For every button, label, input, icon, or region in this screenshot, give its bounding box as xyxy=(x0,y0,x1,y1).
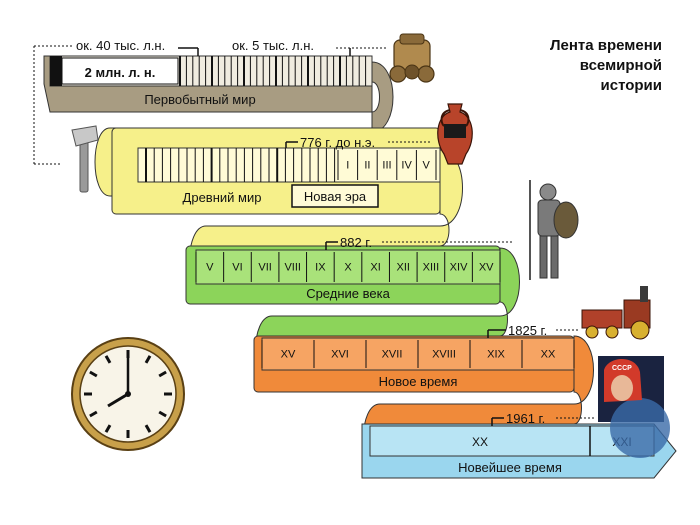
scale-start-mark xyxy=(50,56,62,86)
band-middle: V VI VII VIII IX X XI XII XIII XIV XV Средние века xyxy=(185,245,501,305)
modern-century-XX: XX xyxy=(541,349,556,361)
band-newest-scale xyxy=(369,425,655,457)
marker-40k-label: ок. 40 тыс. л.н. xyxy=(76,38,165,53)
clock-mark xyxy=(89,370,98,378)
centuries-modern: XV XVI XVII XVIII XIX XX xyxy=(261,340,575,368)
clock-mark xyxy=(104,424,112,433)
modern-century-XIX: XIX xyxy=(487,349,505,361)
axe-icon xyxy=(71,125,99,193)
clock-mark xyxy=(144,355,152,364)
clock-mark xyxy=(158,370,167,378)
band-ancient-scale xyxy=(137,147,441,183)
band-primitive-label: Первобытный мир xyxy=(144,92,255,107)
middle-century-VIII: VIII xyxy=(284,262,301,274)
band-primitive: 2 млн. л. н. Первобытный мир xyxy=(43,55,373,113)
marker-776: 776 г. до н.э. xyxy=(285,135,430,150)
marker-40k: ок. 40 тыс. л.н. xyxy=(33,38,199,165)
band-modern: XV XVI XVII XVIII XIX XX Новое время xyxy=(253,335,575,393)
modern-century-XVI: XVI xyxy=(331,349,349,361)
newest-century-XX: XX xyxy=(472,435,488,449)
middle-century-V: V xyxy=(206,262,214,274)
marker-1961: 1961 г. xyxy=(491,411,596,426)
band-primitive-inner-label: 2 млн. л. н. xyxy=(85,65,156,80)
knight-icon xyxy=(529,180,579,280)
page-title: Лента времени всемирной истории xyxy=(502,36,662,96)
band-ancient-label: Древний мир xyxy=(183,190,262,205)
clock-hour-marks xyxy=(84,350,172,438)
band-newest: XXXXI Новейшее время xyxy=(361,423,677,479)
title-line-3: истории xyxy=(600,77,662,94)
band-modern-label: Новое время xyxy=(379,374,458,389)
modern-century-XV: XV xyxy=(281,349,296,361)
cart-icon xyxy=(389,33,435,83)
ancient-century-V: V xyxy=(423,160,431,172)
band-middle-label: Средние века xyxy=(306,286,390,301)
svg-text:CCCP: CCCP xyxy=(612,365,632,372)
marker-5k-label: ок. 5 тыс. л.н. xyxy=(232,38,314,53)
middle-century-XI: XI xyxy=(370,262,380,274)
middle-century-XIII: XIII xyxy=(423,262,440,274)
locomotive-icon xyxy=(581,286,651,340)
modern-century-XVII: XVII xyxy=(382,349,403,361)
clock-icon xyxy=(71,337,185,451)
marker-776-label: 776 г. до н.э. xyxy=(300,135,375,150)
cosmonaut-icon: CCCP xyxy=(598,356,670,458)
ancient-century-IV: IV xyxy=(401,160,412,172)
ancient-century-II: II xyxy=(364,160,370,172)
new-era-label: Новая эра xyxy=(304,189,367,204)
modern-century-XVIII: XVIII xyxy=(432,349,456,361)
marker-882-label: 882 г. xyxy=(340,235,372,250)
band-newest-label: Новейшее время xyxy=(458,460,562,475)
middle-century-IX: IX xyxy=(315,262,326,274)
ancient-century-III: III xyxy=(382,160,391,172)
amphora-icon xyxy=(437,103,473,165)
inner-label-box xyxy=(61,57,179,85)
middle-century-XV: XV xyxy=(479,262,494,274)
middle-century-XIV: XIV xyxy=(450,262,468,274)
new-era-box xyxy=(291,184,379,208)
middle-century-X: X xyxy=(344,262,352,274)
clock-mark xyxy=(104,355,112,364)
centuries-middle: V VI VII VIII IX X XI XII XIII XIV XV xyxy=(195,252,501,282)
ticks-primitive xyxy=(179,56,367,86)
middle-century-XII: XII xyxy=(397,262,410,274)
marker-1825: 1825 г. xyxy=(487,323,580,338)
marker-1961-label: 1961 г. xyxy=(506,411,545,426)
marker-882: 882 г. xyxy=(325,235,512,250)
title-line-1: Лента времени xyxy=(549,37,662,54)
clock-hour-hand xyxy=(107,392,129,408)
marker-5k: ок. 5 тыс. л.н. xyxy=(232,38,386,56)
ticks-ancient xyxy=(145,148,336,182)
title-line-2: всемирной xyxy=(579,57,662,74)
marker-1825-label: 1825 г. xyxy=(508,323,547,338)
middle-century-VII: VII xyxy=(258,262,271,274)
clock-mark xyxy=(89,410,98,418)
band-middle-scale xyxy=(195,249,501,285)
ancient-century-I: I xyxy=(346,160,349,172)
clock-mark xyxy=(158,410,167,418)
clock-mark xyxy=(144,424,152,433)
middle-century-VI: VI xyxy=(232,262,242,274)
